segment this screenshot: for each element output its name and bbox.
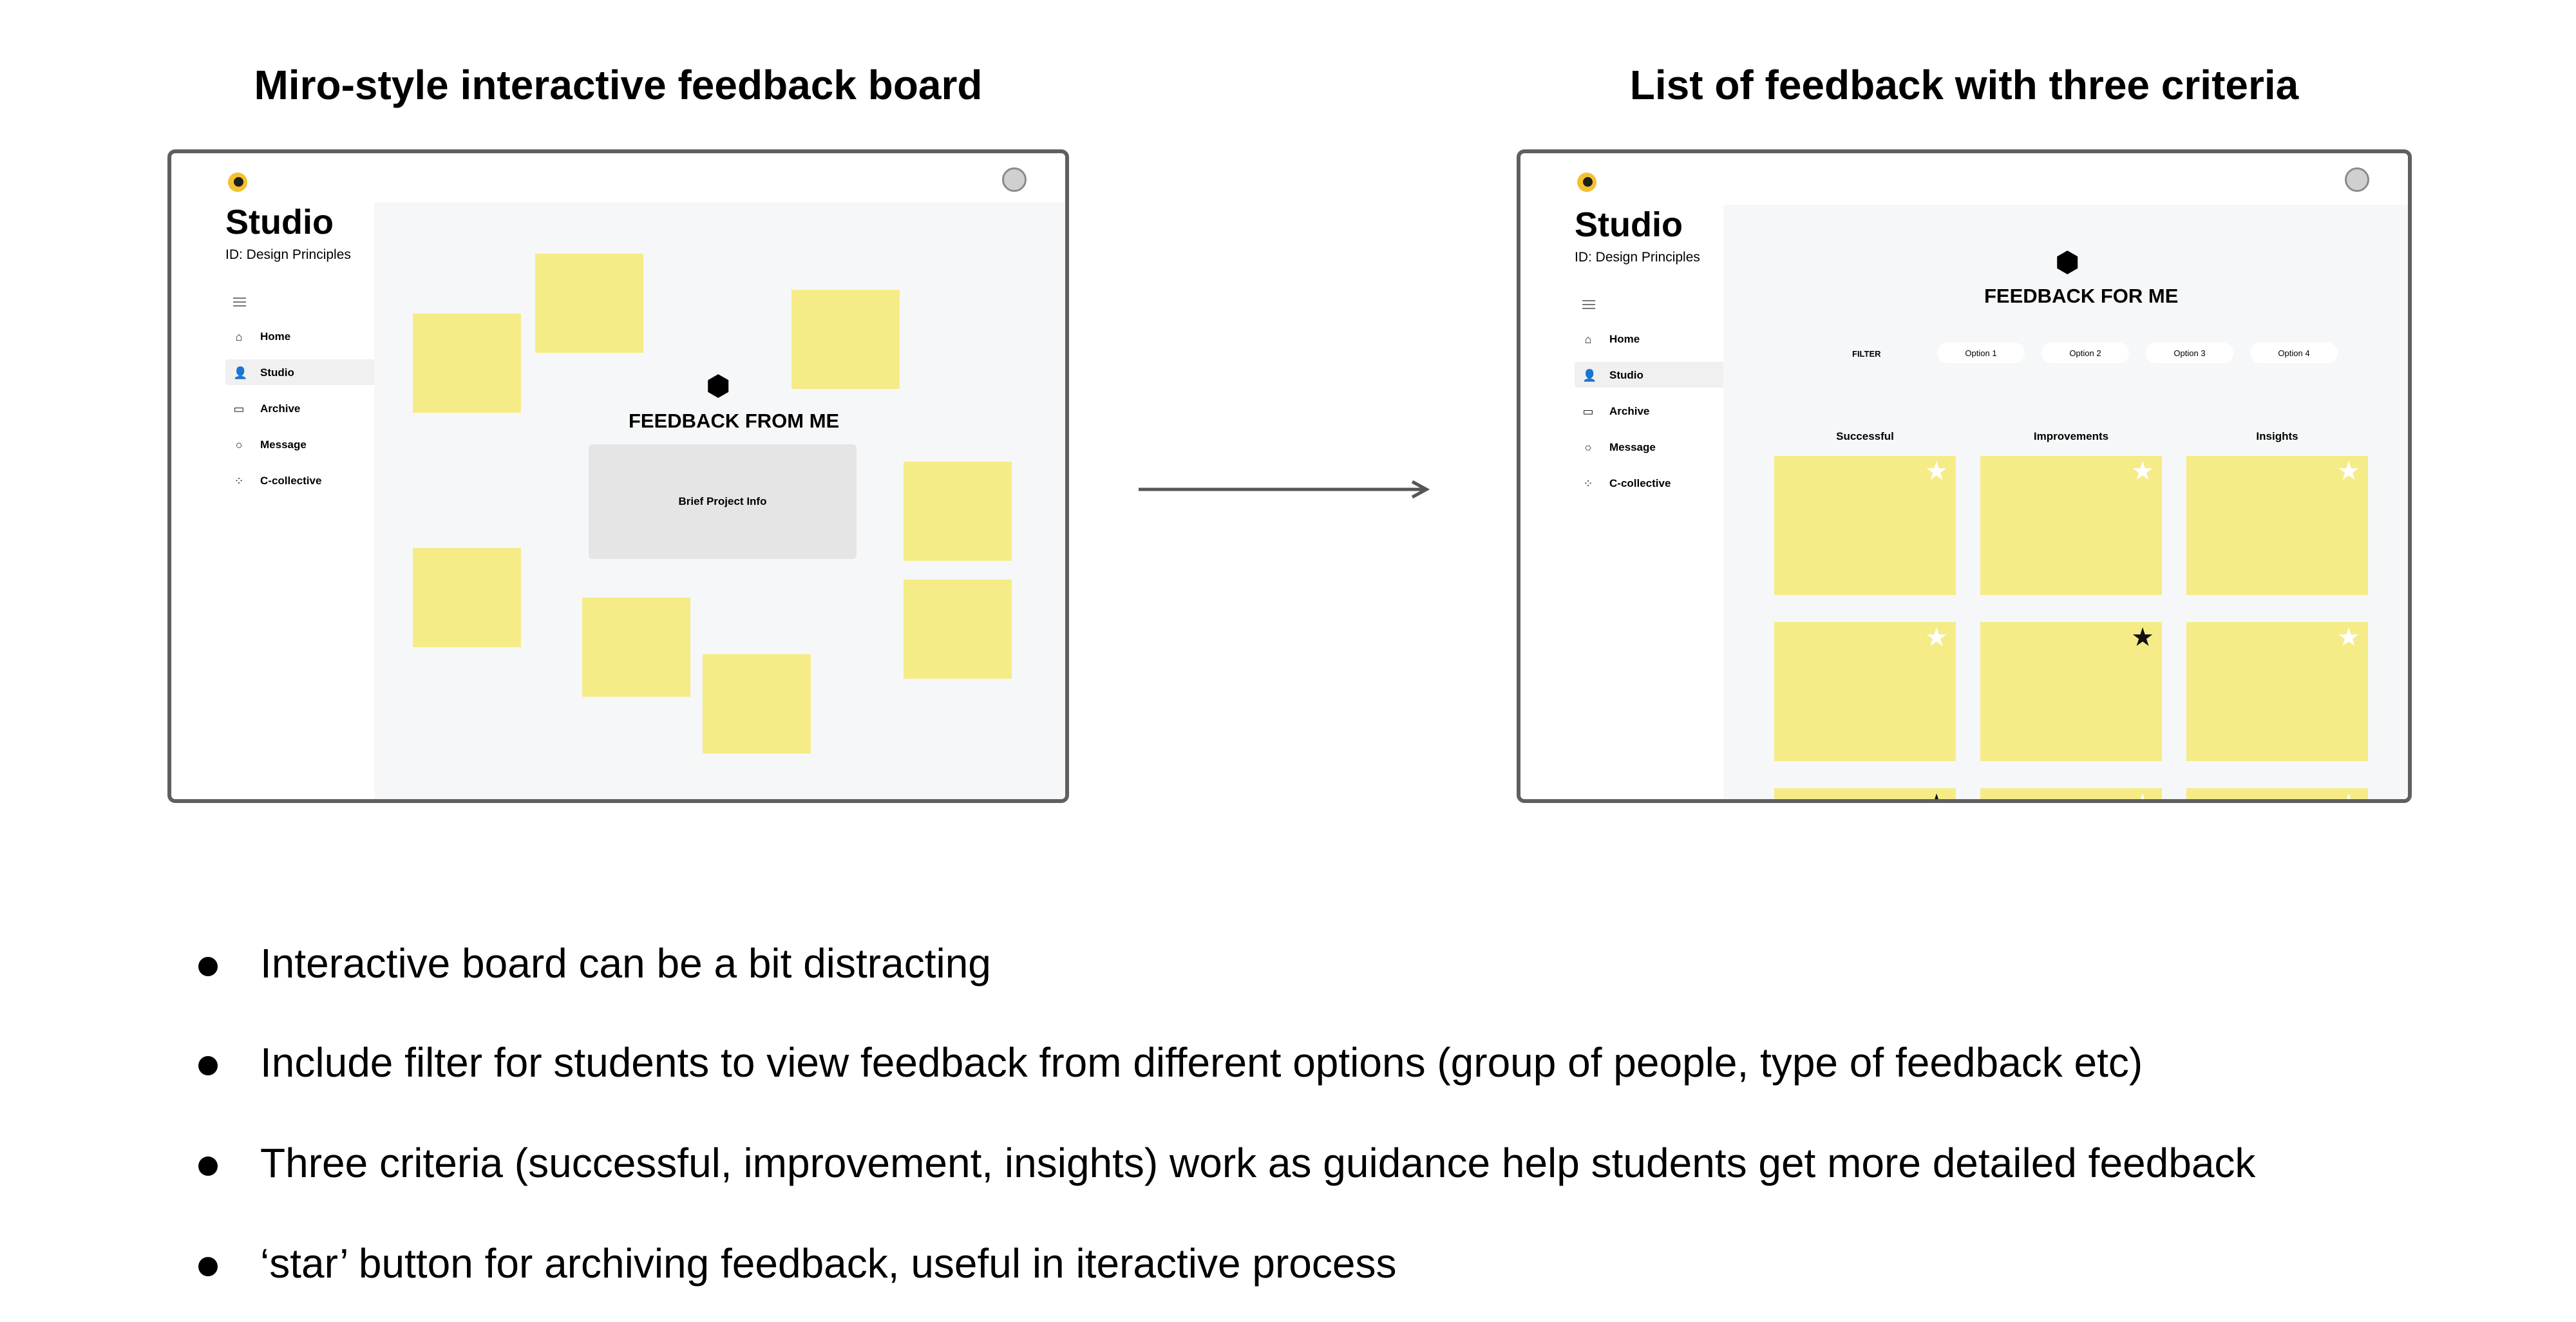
bullet-dot bbox=[198, 1257, 218, 1276]
board-canvas[interactable] bbox=[374, 202, 1065, 799]
sidebar: Studio ID: Design Principles ⌂ Home 👤 St… bbox=[171, 202, 374, 799]
sidebar-item-c-collective[interactable]: ⁘ C-collective bbox=[234, 475, 322, 487]
list-title: FEEDBACK FOR ME bbox=[1984, 285, 2179, 307]
studio-title: Studio bbox=[225, 203, 334, 241]
sticky-note[interactable] bbox=[582, 598, 690, 697]
star-icon[interactable]: ★ bbox=[1925, 457, 1948, 486]
home-icon: ⌂ bbox=[1584, 333, 1592, 346]
feedback-list-mockup: Studio ID: Design Principles ⌂ Home 👤 St… bbox=[1517, 149, 2412, 803]
sidebar-item-archive[interactable]: ▭ Archive bbox=[233, 402, 301, 415]
feedback-card[interactable]: ★ bbox=[2186, 788, 2368, 799]
sticky-note[interactable] bbox=[413, 548, 521, 647]
archive-icon: ▭ bbox=[1582, 405, 1594, 418]
collective-icon: ⁘ bbox=[234, 475, 244, 487]
star-icon[interactable]: ★ bbox=[2337, 457, 2360, 486]
arrow-icon bbox=[1139, 480, 1430, 498]
feedback-card[interactable]: ★ bbox=[1774, 622, 1956, 761]
feedback-card[interactable]: ★ bbox=[1980, 788, 2162, 799]
home-icon: ⌂ bbox=[235, 330, 243, 343]
studio-subtitle: ID: Design Principles bbox=[1575, 250, 1700, 265]
filter-option-1[interactable]: Option 1 bbox=[1937, 343, 2025, 363]
bullet-dot bbox=[198, 1056, 218, 1075]
sticky-note[interactable] bbox=[791, 290, 900, 389]
star-icon[interactable]: ★ bbox=[2131, 791, 2154, 799]
column-header-successful: Successful bbox=[1836, 430, 1894, 442]
sidebar-item-home[interactable]: ⌂ Home bbox=[225, 323, 374, 349]
sidebar-item-home[interactable]: ⌂ Home bbox=[1575, 326, 1723, 352]
column-header-improvements: Improvements bbox=[2033, 430, 2109, 442]
sidebar-item-message[interactable]: ○ Message bbox=[225, 431, 374, 457]
star-icon[interactable]: ★ bbox=[2337, 791, 2360, 799]
board-title: FEEDBACK FROM ME bbox=[629, 410, 840, 432]
feedback-card[interactable]: ★ bbox=[1980, 622, 2162, 761]
feedback-card[interactable]: ★ bbox=[2186, 456, 2368, 595]
sidebar-item-message[interactable]: ○ Message bbox=[1575, 434, 1723, 460]
studio-subtitle: ID: Design Principles bbox=[225, 247, 351, 262]
star-filled-icon[interactable]: ★ bbox=[2131, 623, 2154, 652]
user-icon: 👤 bbox=[1582, 369, 1597, 382]
board-mockup: Studio ID: Design Principles ⌂ Home 👤 St… bbox=[167, 149, 1069, 803]
archive-icon: ▭ bbox=[233, 402, 245, 415]
filter-option-4[interactable]: Option 4 bbox=[2250, 343, 2338, 363]
feedback-card[interactable]: ★ bbox=[1774, 788, 1956, 799]
studio-title: Studio bbox=[1575, 205, 1683, 244]
filter-option-2[interactable]: Option 2 bbox=[2041, 343, 2129, 363]
column-header-insights: Insights bbox=[2256, 430, 2298, 442]
filter-option-3[interactable]: Option 3 bbox=[2146, 343, 2233, 363]
message-icon: ○ bbox=[235, 439, 243, 451]
star-icon[interactable]: ★ bbox=[1925, 623, 1948, 652]
sticky-note[interactable] bbox=[904, 462, 1012, 561]
filter-label: FILTER bbox=[1852, 349, 1881, 359]
right-heading: List of feedback with three criteria bbox=[1629, 62, 2299, 108]
sidebar-item-c-collective[interactable]: ⁘ C-collective bbox=[1583, 477, 1671, 490]
sticky-note[interactable] bbox=[413, 314, 521, 413]
app-logo[interactable] bbox=[1577, 173, 1596, 192]
stack-icon: ⬢ bbox=[2055, 247, 2080, 278]
star-icon[interactable]: ★ bbox=[2131, 457, 2154, 486]
app-logo[interactable] bbox=[228, 173, 247, 192]
sticky-note[interactable] bbox=[535, 254, 643, 353]
sticky-note[interactable] bbox=[904, 580, 1012, 679]
menu-icon[interactable] bbox=[1582, 300, 1595, 309]
menu-icon[interactable] bbox=[233, 297, 246, 307]
collective-icon: ⁘ bbox=[1583, 477, 1593, 490]
sidebar: Studio ID: Design Principles ⌂ Home 👤 St… bbox=[1520, 205, 1723, 799]
bullet-dot bbox=[198, 1157, 218, 1176]
sidebar-item-archive[interactable]: ▭ Archive bbox=[1582, 405, 1650, 418]
sidebar-item-studio[interactable]: 👤 Studio bbox=[225, 359, 374, 385]
avatar[interactable] bbox=[2345, 167, 2369, 192]
sticky-note[interactable] bbox=[703, 654, 811, 753]
star-icon[interactable]: ★ bbox=[2337, 623, 2360, 652]
brief-project-info[interactable]: Brief Project Info bbox=[589, 444, 857, 559]
bullet-dot bbox=[198, 957, 218, 976]
message-icon: ○ bbox=[1584, 441, 1592, 454]
feedback-card[interactable]: ★ bbox=[2186, 622, 2368, 761]
star-filled-icon[interactable]: ★ bbox=[1925, 791, 1948, 799]
sidebar-item-studio[interactable]: 👤 Studio bbox=[1575, 362, 1723, 388]
feedback-card[interactable]: ★ bbox=[1774, 456, 1956, 595]
stack-icon: ⬢ bbox=[706, 370, 731, 402]
left-heading: Miro-style interactive feedback board bbox=[254, 62, 983, 108]
feedback-card[interactable]: ★ bbox=[1980, 456, 2162, 595]
user-icon: 👤 bbox=[233, 366, 248, 379]
avatar[interactable] bbox=[1002, 167, 1027, 192]
